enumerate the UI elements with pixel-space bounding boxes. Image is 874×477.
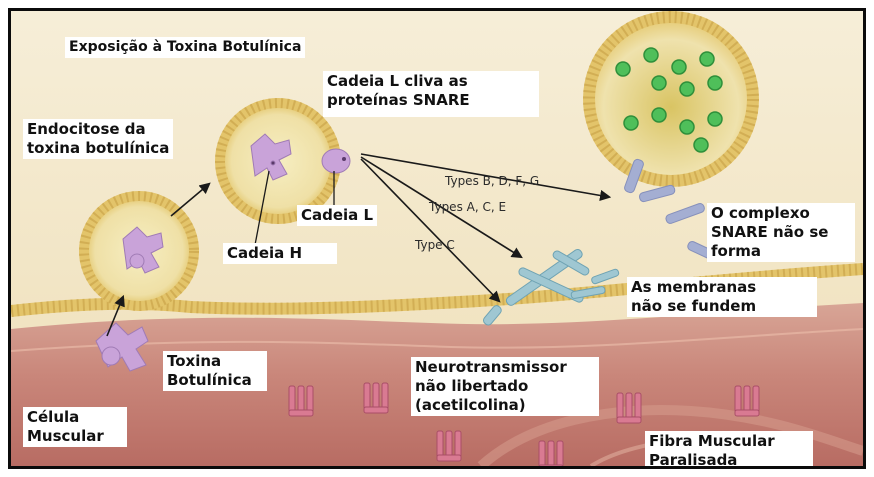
diagram-frame: Types B, D, F, G Types A, C, E Type C Ex…: [8, 8, 866, 469]
label-endo-line1: Endocitose da: [27, 120, 169, 139]
label-muscle-cell: Célula Muscular: [23, 407, 127, 447]
label-toxin-line2: Botulínica: [167, 371, 263, 390]
label-endocytosis: Endocitose da toxina botulínica: [23, 119, 173, 159]
label-toxin: Toxina Botulínica: [163, 351, 267, 391]
label-neuro-line3: (acetilcolina): [415, 396, 595, 415]
diagram-title-text: Exposição à Toxina Botulínica: [69, 39, 301, 55]
label-cell-line2: Muscular: [27, 427, 123, 446]
arrow-label-type-c: Type C: [414, 238, 455, 252]
botulinum-toxin-light-chain: [322, 149, 350, 173]
botulinum-toxin-endocytosed: [123, 227, 163, 273]
label-paralyzed-fiber: Fibra Muscular Paralisada: [645, 431, 813, 469]
arrow-label-types-ace: Types A, C, E: [428, 200, 506, 214]
label-fiber-line1: Fibra Muscular: [649, 432, 809, 451]
label-fiber-line2: Paralisada: [649, 451, 809, 469]
diagram-title: Exposição à Toxina Botulínica: [65, 37, 305, 58]
label-snare-line3: forma: [711, 242, 851, 261]
label-membranes-line1: As membranas: [631, 278, 813, 297]
label-snare-line1: O complexo: [711, 204, 851, 223]
label-chain-h: Cadeia H: [223, 243, 337, 264]
label-membranes-line2: não se fundem: [631, 297, 813, 316]
label-membranes: As membranas não se fundem: [627, 277, 817, 317]
label-chain-h-text: Cadeia H: [227, 244, 302, 262]
label-neuro-line1: Neurotransmissor: [415, 358, 595, 377]
label-endo-line2: toxina botulínica: [27, 139, 169, 158]
label-neuro-line2: não libertado: [415, 377, 595, 396]
arrow-label-types-bdfg: Types B, D, F, G: [444, 174, 539, 188]
label-cleave-line2: proteínas SNARE: [327, 91, 535, 110]
label-toxin-line1: Toxina: [167, 352, 263, 371]
label-snare-complex: O complexo SNARE não se forma: [707, 203, 855, 262]
label-chain-l-text: Cadeia L: [301, 206, 373, 224]
label-cleave-line1: Cadeia L cliva as: [327, 72, 535, 91]
label-chain-l: Cadeia L: [297, 205, 377, 226]
botulinum-toxin-heavy-chain: [251, 134, 291, 180]
label-snare-line2: SNARE não se: [711, 223, 851, 242]
label-neurotransmitter: Neurotransmissor não libertado (acetilco…: [411, 357, 599, 416]
label-cell-line1: Célula: [27, 408, 123, 427]
label-cleave-snare: Cadeia L cliva as proteínas SNARE: [323, 71, 539, 117]
